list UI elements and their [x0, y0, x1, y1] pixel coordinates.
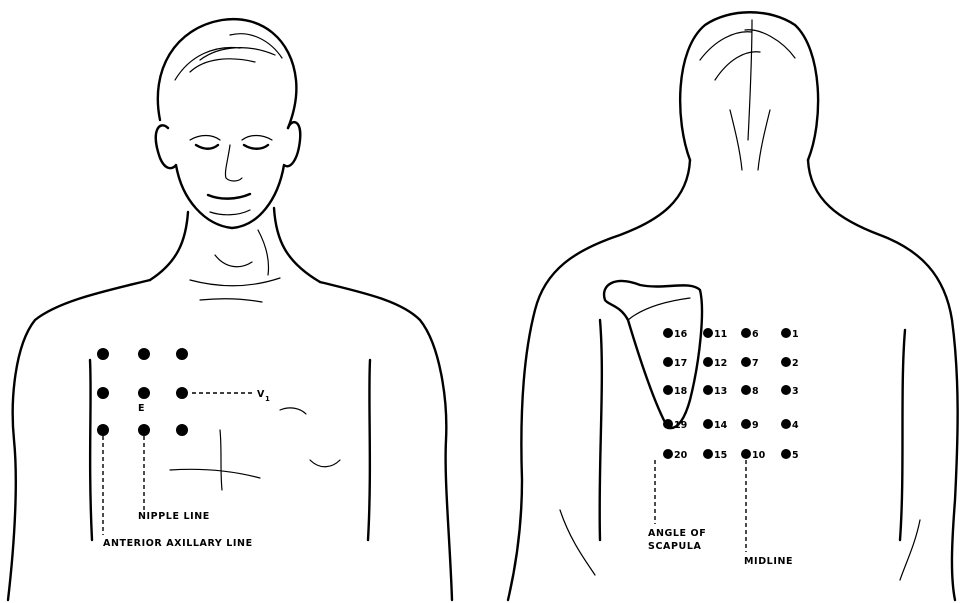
front-face — [156, 122, 300, 228]
back-electrode-number: 4 — [792, 420, 799, 431]
back-head — [680, 12, 818, 160]
back-electrode — [741, 357, 751, 367]
back-electrode — [703, 449, 713, 459]
back-electrode — [781, 385, 791, 395]
back-torso-outline — [508, 160, 958, 600]
front-torso-outline — [8, 280, 452, 600]
front-electrode — [138, 348, 150, 360]
back-electrode — [663, 385, 673, 395]
back-electrode — [703, 385, 713, 395]
front-electrode — [176, 348, 188, 360]
axillary-line-label: ANTERIOR AXILLARY LINE — [103, 538, 253, 549]
front-electrode — [138, 424, 150, 436]
back-electrode — [781, 419, 791, 429]
back-electrode-number: 8 — [752, 386, 759, 397]
back-figure — [508, 12, 958, 600]
front-electrodes — [97, 348, 188, 436]
back-electrode-number: 14 — [714, 420, 728, 431]
back-electrode-number: 3 — [792, 386, 799, 397]
front-neck — [150, 208, 320, 282]
back-electrode-number: 11 — [714, 329, 727, 340]
nipple-line-label: NIPPLE LINE — [138, 511, 210, 522]
back-electrode-number: 12 — [714, 358, 727, 369]
back-electrode — [781, 328, 791, 338]
back-electrode-number: 1 — [792, 329, 799, 340]
back-electrode — [703, 357, 713, 367]
back-electrode-number: 7 — [752, 358, 759, 369]
back-electrode — [741, 449, 751, 459]
back-electrode-number: 9 — [752, 420, 759, 431]
angle-of-scapula-label-line2: SCAPULA — [648, 541, 701, 552]
front-electrode — [176, 387, 188, 399]
back-electrode — [741, 328, 751, 338]
back-electrode-number: 16 — [674, 329, 688, 340]
back-electrode — [663, 449, 673, 459]
back-electrode-number: 2 — [792, 358, 799, 369]
front-electrode — [138, 387, 150, 399]
back-electrode — [741, 385, 751, 395]
front-electrode — [97, 387, 109, 399]
front-electrode — [97, 348, 109, 360]
back-electrode-number: 20 — [674, 450, 688, 461]
back-electrode — [663, 419, 673, 429]
back-electrode — [741, 419, 751, 429]
back-electrode — [781, 357, 791, 367]
back-electrode-number: 5 — [792, 450, 799, 461]
back-electrode-number: 13 — [714, 386, 727, 397]
back-electrode-number: 10 — [752, 450, 766, 461]
back-electrode-number: 17 — [674, 358, 687, 369]
front-figure — [8, 19, 452, 600]
angle-of-scapula-label-line1: ANGLE OF — [648, 528, 706, 539]
back-electrode — [663, 328, 673, 338]
midline-label: MIDLINE — [744, 556, 793, 567]
left-lead-mark: E — [138, 403, 145, 414]
back-electrode-number: 15 — [714, 450, 727, 461]
v1-label: V — [257, 389, 265, 400]
back-electrode — [703, 328, 713, 338]
back-electrode — [781, 449, 791, 459]
scapula-outline — [604, 281, 702, 428]
v1-subscript: 1 — [265, 395, 270, 403]
back-electrode — [703, 419, 713, 429]
front-electrode — [97, 424, 109, 436]
front-electrode — [176, 424, 188, 436]
back-electrodes: 16 11 6 1 17 12 7 2 18 13 8 3 19 14 9 4 … — [663, 328, 799, 461]
back-electrode-number: 18 — [674, 386, 688, 397]
back-electrode-number: 6 — [752, 329, 759, 340]
back-electrode-number: 19 — [674, 420, 687, 431]
back-electrode — [663, 357, 673, 367]
